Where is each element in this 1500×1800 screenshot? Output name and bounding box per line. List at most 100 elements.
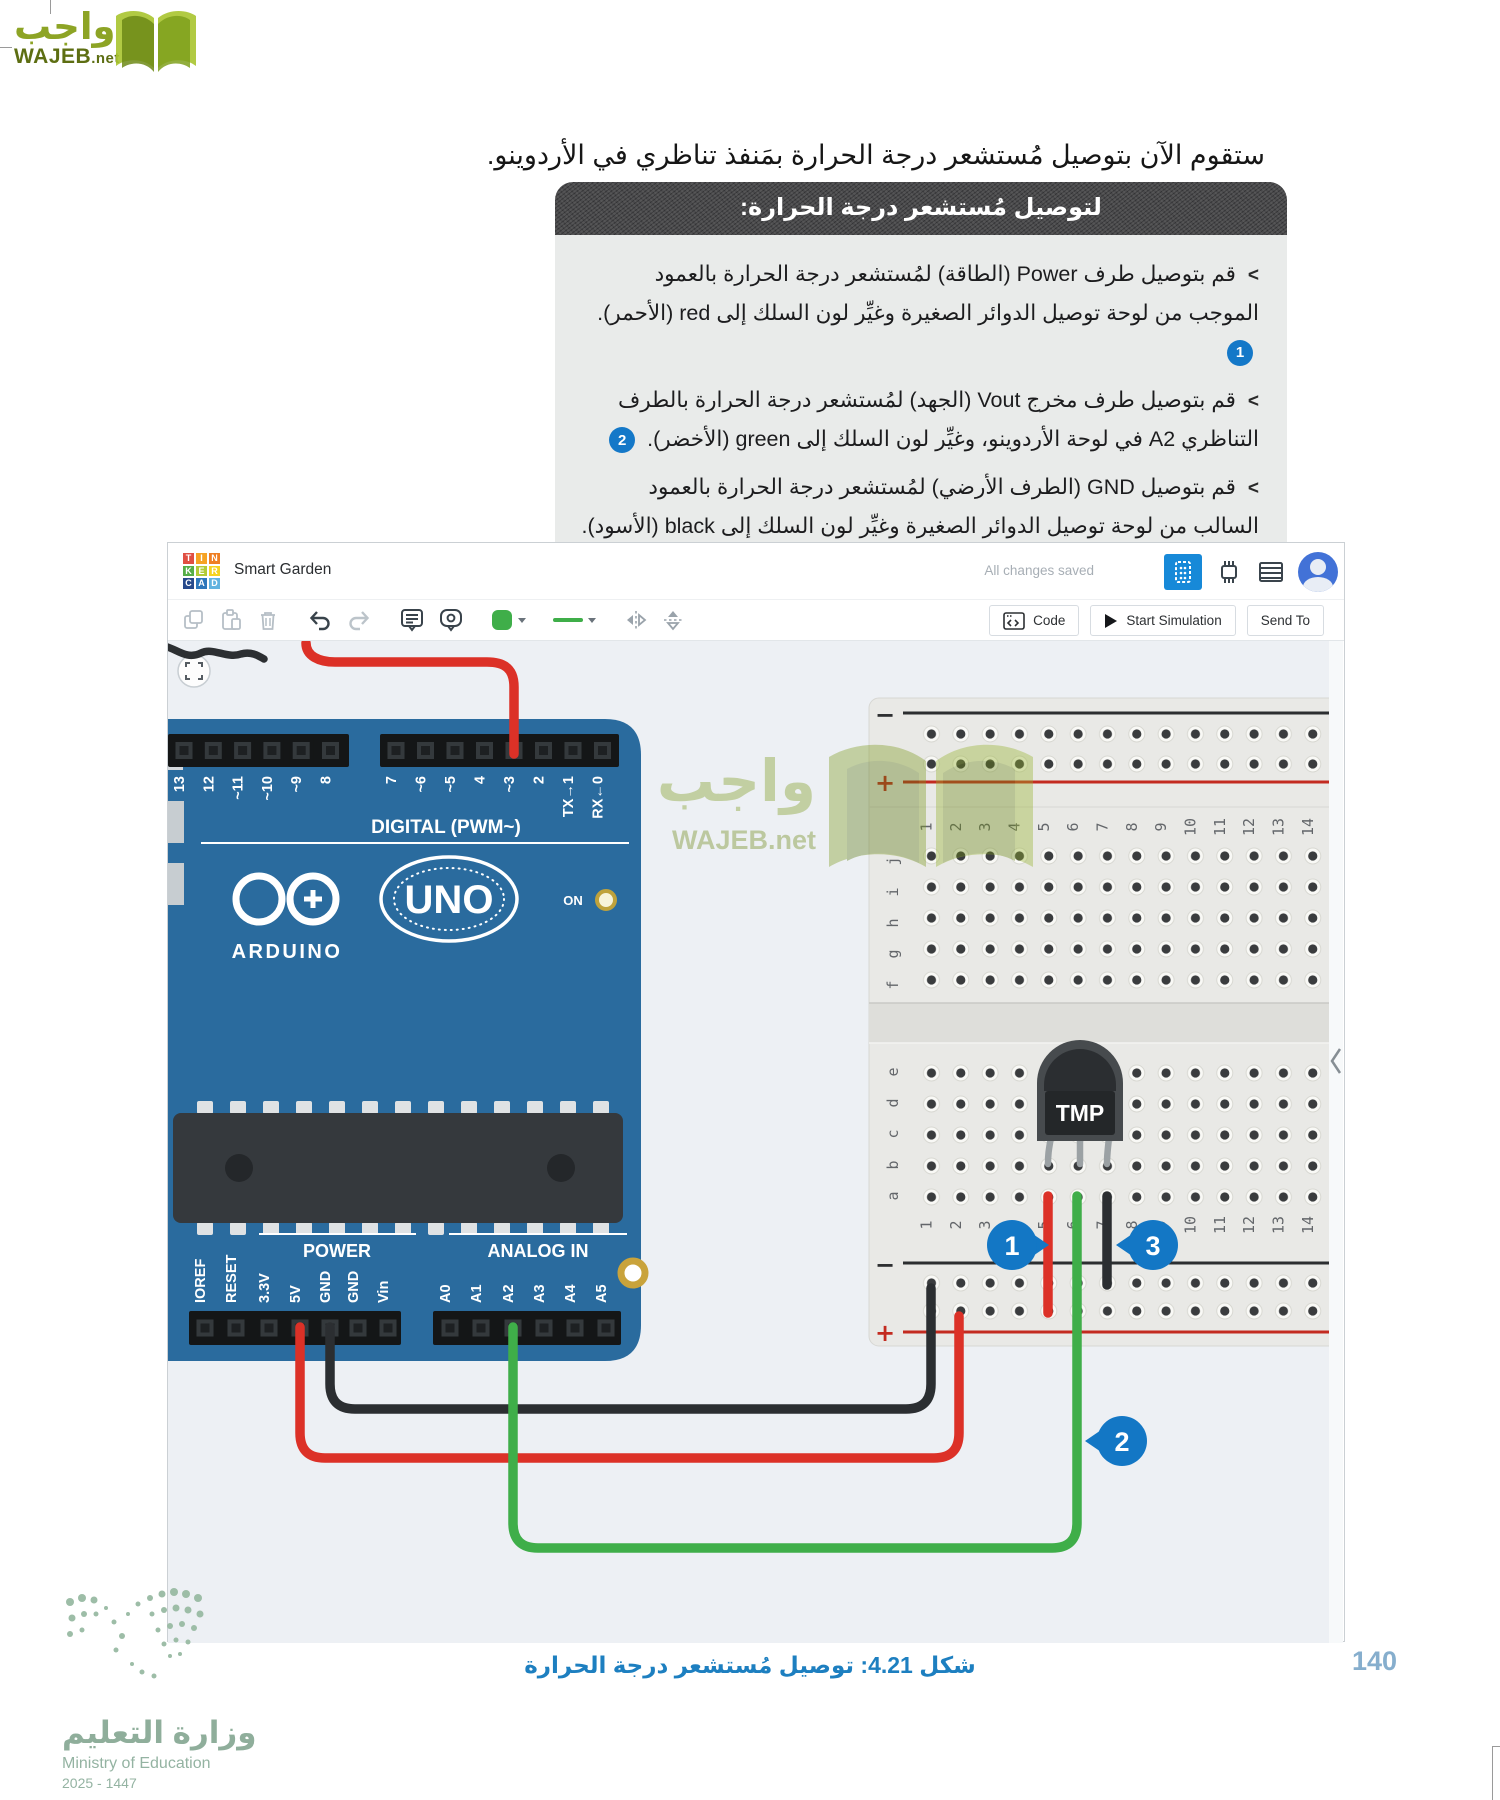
save-status: All changes saved (984, 563, 1094, 578)
svg-text:3: 3 (1145, 1231, 1160, 1261)
tinkercad-logo-letter: A (195, 577, 208, 590)
svg-text:~10: ~10 (260, 776, 276, 801)
wire-red-5v-to-plus-rail[interactable] (295, 1311, 964, 1463)
power-section-label: POWER (303, 1241, 371, 1261)
svg-text:4: 4 (473, 776, 489, 784)
crop-mark (1492, 1746, 1500, 1747)
svg-text:~3: ~3 (502, 776, 518, 793)
tmp-temperature-sensor[interactable]: TMP (1037, 1040, 1123, 1168)
components-chip-icon[interactable] (1214, 557, 1244, 587)
sensor-label: TMP (1056, 1100, 1105, 1126)
mirror-horizontal-icon[interactable] (623, 609, 649, 631)
arduino-brand-label: ARDUINO (232, 941, 343, 963)
open-book-icon (116, 11, 196, 72)
mirror-vertical-icon[interactable] (662, 607, 684, 633)
chevron-down-icon (588, 617, 596, 623)
mounting-hole (617, 1257, 649, 1289)
rail-plus-label: + (875, 769, 895, 797)
tinkercad-logo-letter: R (208, 564, 221, 578)
user-avatar[interactable] (1298, 552, 1338, 592)
digital-section-label: DIGITAL (PWM~) (371, 817, 521, 838)
chevron-left-icon[interactable] (1330, 1048, 1342, 1074)
chevron-down-icon (518, 617, 526, 623)
tinkercad-logo-letter: C (182, 577, 195, 590)
zoom-to-fit-button[interactable] (177, 654, 211, 688)
svg-text:~6: ~6 (414, 776, 430, 793)
crop-mark (50, 0, 51, 14)
svg-text:j: j (884, 856, 902, 865)
svg-text:14: 14 (1299, 818, 1317, 836)
svg-text:8: 8 (1123, 822, 1141, 831)
svg-text:A1: A1 (469, 1284, 485, 1303)
crop-mark (0, 47, 12, 48)
uno-model-mark: UNO (379, 855, 519, 943)
list-view-icon[interactable] (1256, 557, 1286, 587)
wire-green-a2-to-vout[interactable] (508, 1191, 1082, 1553)
svg-text:UNO: UNO (405, 878, 494, 922)
svg-text:GND: GND (318, 1271, 334, 1303)
arduino-logo (232, 872, 340, 926)
svg-text:8: 8 (1123, 1220, 1141, 1229)
start-simulation-button[interactable]: Start Simulation (1090, 605, 1236, 636)
wire-style-dropdown[interactable] (553, 609, 596, 631)
notes-icon[interactable] (399, 607, 425, 633)
svg-text:7: 7 (1093, 822, 1111, 831)
send-to-button[interactable]: Send To (1246, 605, 1324, 636)
svg-text:3: 3 (976, 822, 994, 831)
tinkercad-logo-letter: I (195, 552, 208, 565)
ministry-logo: وزارة التعليم Ministry of Education 2025… (62, 1588, 257, 1791)
wire-red-digital3[interactable] (301, 641, 519, 759)
project-title[interactable]: Smart Garden (234, 561, 332, 578)
paste-icon[interactable] (219, 608, 243, 632)
svg-text:12: 12 (1240, 1216, 1258, 1234)
svg-text:8: 8 (319, 776, 335, 784)
rail-minus-label: − (875, 1251, 895, 1279)
svg-text:13: 13 (1269, 818, 1287, 836)
svg-text:b: b (884, 1160, 902, 1169)
intro-sentence: ستقوم الآن بتوصيل مُستشعر درجة الحرارة ب… (486, 140, 1265, 170)
svg-text:13: 13 (172, 776, 188, 792)
redo-icon[interactable] (346, 608, 372, 632)
analog-section-label: ANALOG IN (488, 1241, 589, 1261)
delete-trash-icon[interactable] (256, 608, 280, 632)
breadboard-view-button[interactable] (1164, 554, 1202, 590)
wire-black-gnd-to-minus-rail[interactable] (325, 1283, 936, 1414)
code-button[interactable]: Code (989, 605, 1080, 636)
code-button-label: Code (1033, 613, 1066, 628)
svg-text:i: i (884, 887, 902, 896)
svg-text:1: 1 (1004, 1231, 1019, 1261)
step-number-badge: 2 (609, 427, 636, 454)
svg-text:4: 4 (1005, 822, 1023, 831)
svg-text:WAJEB.net: WAJEB.net (672, 825, 816, 855)
svg-text:1: 1 (918, 1220, 936, 1229)
tinkercad-logo-letter: K (182, 564, 195, 578)
digital-pin-header[interactable] (172, 736, 615, 765)
wajeb-watermark: واجب WAJEB.net (657, 744, 1033, 867)
component-labels-icon[interactable] (438, 607, 464, 633)
svg-text:IOREF: IOREF (193, 1259, 209, 1303)
svg-text:e: e (884, 1067, 902, 1076)
ministry-wordmark: وزارة التعليم (62, 1715, 257, 1750)
svg-text:A0: A0 (438, 1284, 454, 1303)
color-dropdown[interactable] (491, 609, 526, 631)
instruction-text: قم بتوصيل GND (الطرف الأرضي) لمُستشعر در… (581, 475, 1259, 539)
wire-black-offscreen[interactable] (168, 643, 268, 663)
svg-text:3: 3 (976, 1220, 994, 1229)
ministry-name-en: Ministry of Education (62, 1755, 211, 1772)
svg-text:A2: A2 (501, 1284, 517, 1303)
tinkercad-logo-letter: D (208, 577, 221, 590)
copy-icon[interactable] (182, 608, 206, 632)
crop-mark (1492, 1746, 1493, 1800)
play-icon (1105, 613, 1118, 628)
undo-icon[interactable] (307, 608, 333, 632)
